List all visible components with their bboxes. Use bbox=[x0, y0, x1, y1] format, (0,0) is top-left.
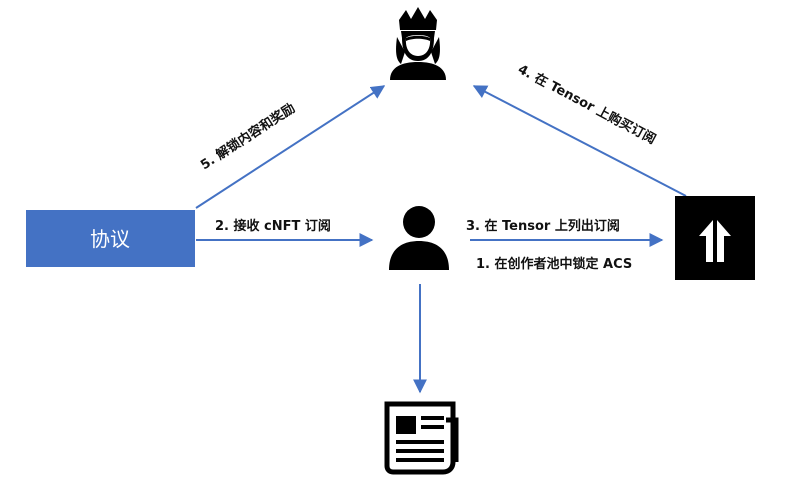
step4-label: 4. 在 Tensor 上购买订阅 bbox=[515, 61, 658, 147]
queen-face bbox=[405, 35, 431, 56]
newspaper-icon bbox=[384, 401, 459, 475]
queen-face-detail bbox=[406, 35, 430, 41]
step1-label: 1. 在创作者池中锁定 ACS bbox=[476, 256, 632, 272]
step2-label: 2. 接收 cNFT 订阅 bbox=[215, 218, 331, 234]
protocol-label: 协议 bbox=[90, 227, 130, 251]
protocol-box bbox=[26, 210, 195, 267]
person-icon bbox=[389, 206, 449, 270]
step5-label: 5. 解锁内容和奖励 bbox=[198, 100, 299, 173]
arrow-protocol-to-creator bbox=[195, 85, 386, 209]
step3-label: 3. 在 Tensor 上列出订阅 bbox=[466, 218, 620, 234]
tensor-logo-icon bbox=[675, 196, 755, 280]
arrow-tensor-to-creator bbox=[472, 85, 687, 197]
